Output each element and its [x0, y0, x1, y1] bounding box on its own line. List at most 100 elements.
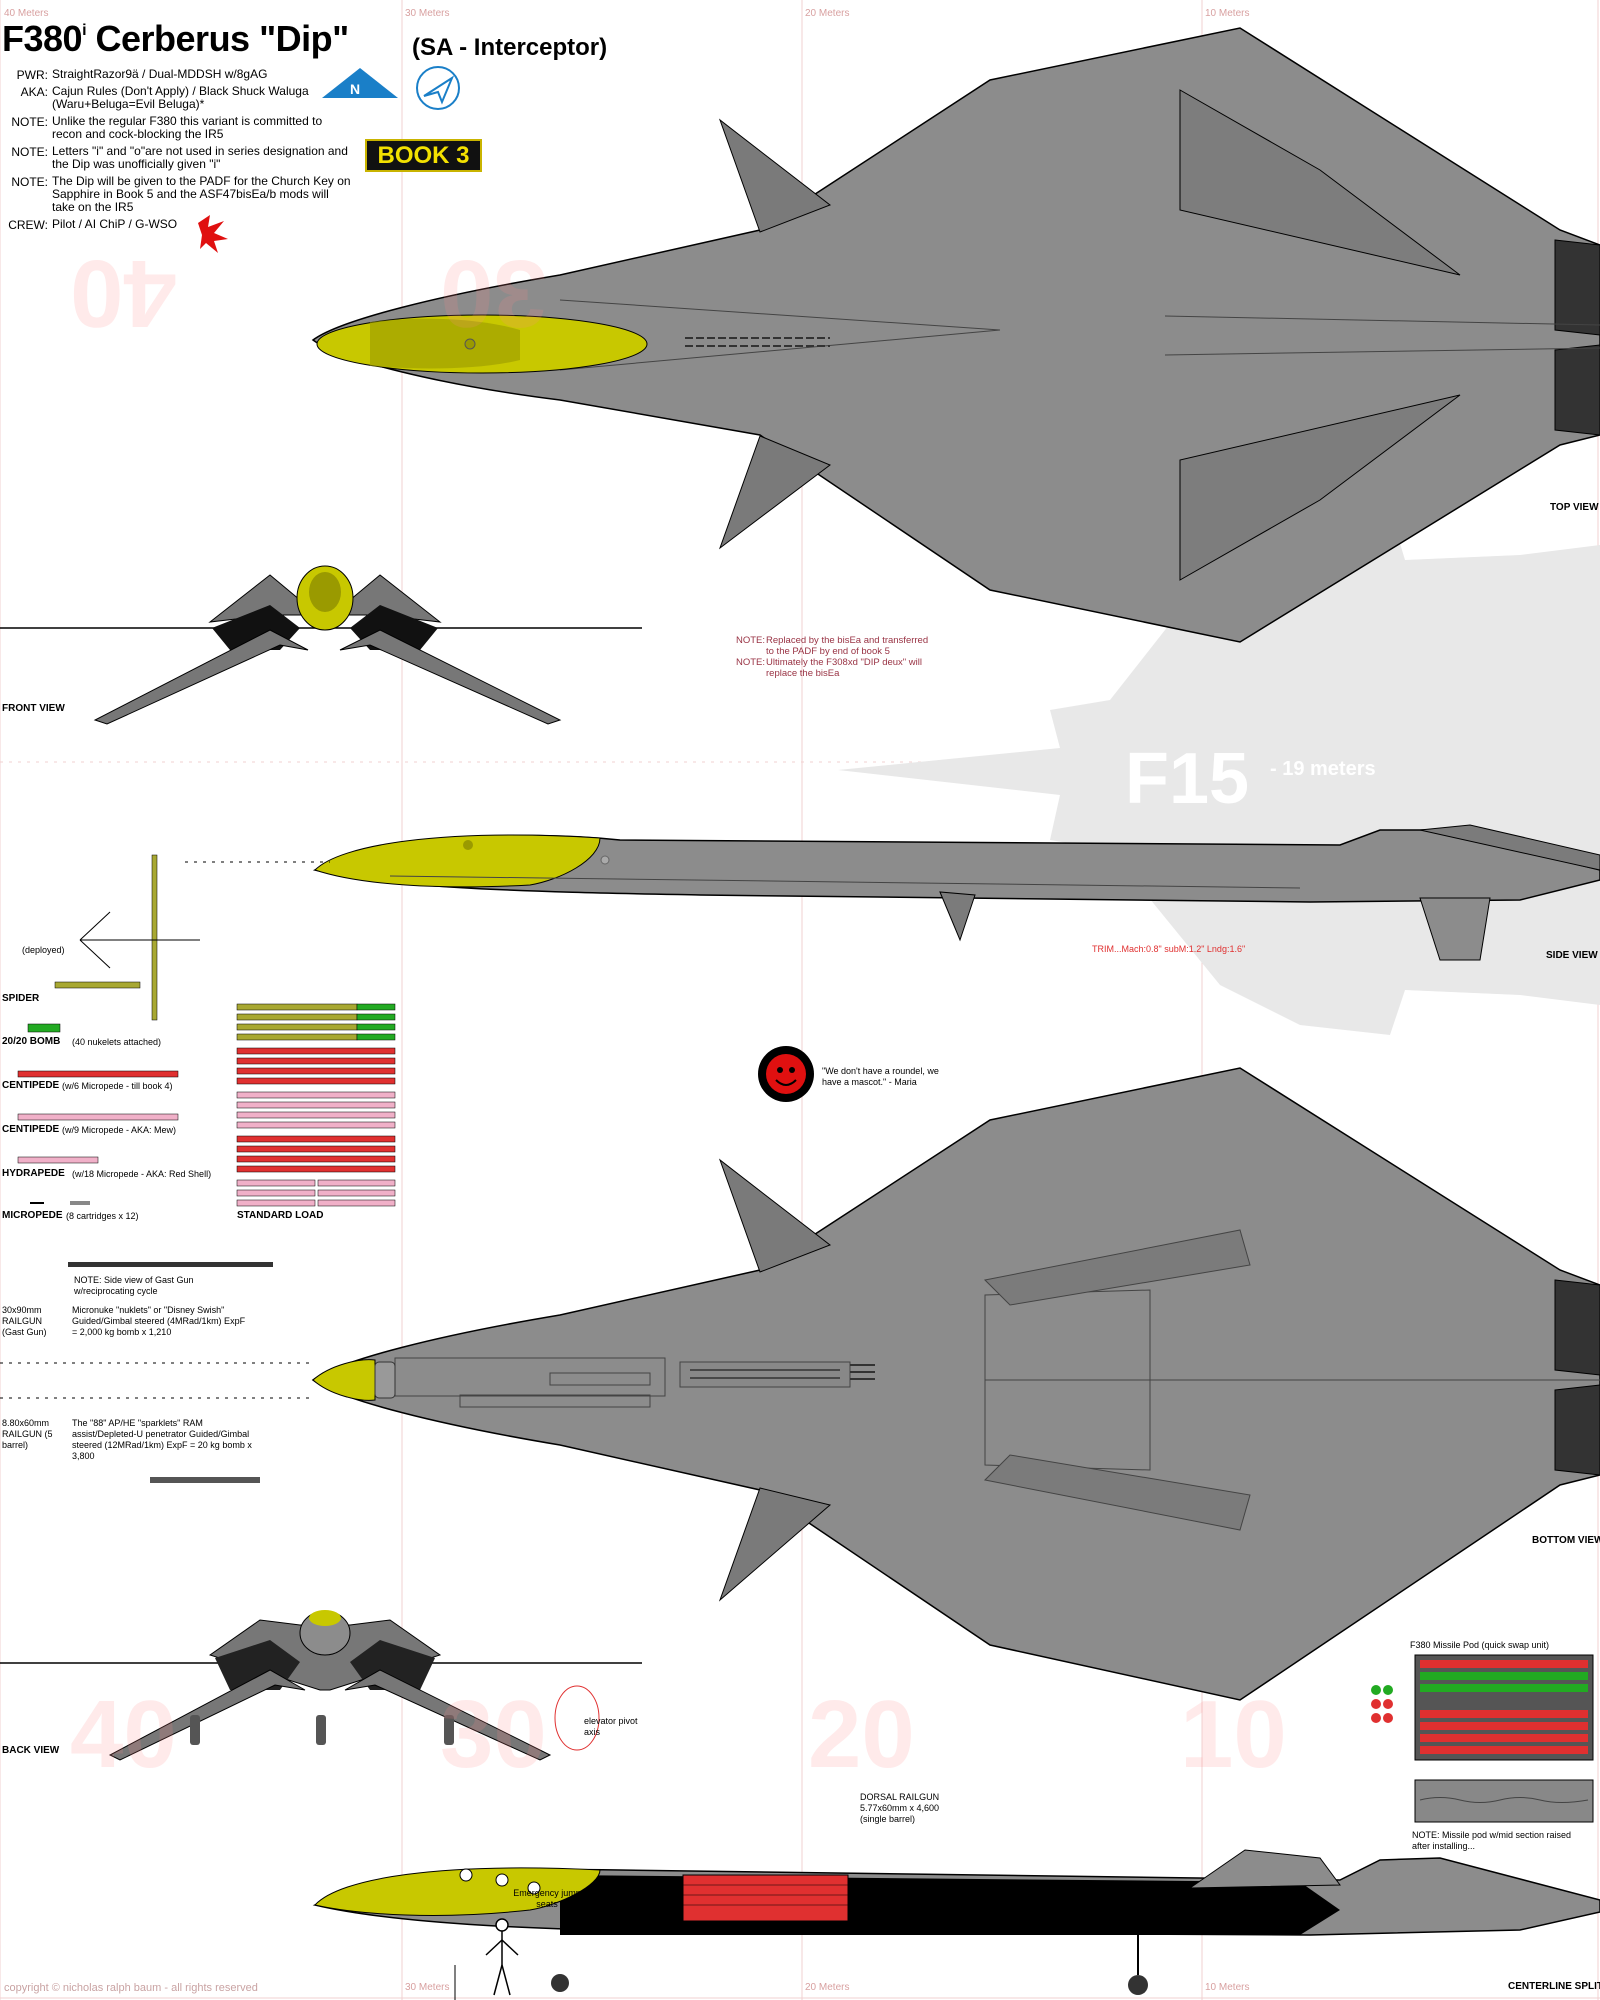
note-key: NOTE:: [736, 635, 766, 646]
emergency-seats-label: Emergency jump seats: [513, 1888, 581, 1909]
center-note-row: NOTE: Ultimately the F308xd "DIP deux" w…: [736, 657, 956, 679]
spec-row: NOTE: The Dip will be given to the PADF …: [2, 175, 352, 214]
micropede-icon: [30, 1202, 44, 1204]
skeleton-figure: [485, 1918, 519, 1996]
missile-pod-title: F380 Missile Pod (quick swap unit): [1410, 1640, 1550, 1650]
elevator-label: elevator pivot axis: [584, 1716, 638, 1737]
mascot-quote: "We don't have a roundel, we have a masc…: [822, 1066, 939, 1087]
red-emblem-icon: [198, 215, 228, 253]
spec-key: NOTE:: [11, 115, 48, 129]
center-note-row: NOTE: Replaced by the bisEa and transfer…: [736, 635, 956, 657]
hydrapede-label: HYDRAPEDE: [2, 1168, 65, 1179]
center-notes: NOTE: Replaced by the bisEa and transfer…: [736, 635, 956, 679]
rail30-spec: 30x90mm RAILGUN (Gast Gun): [2, 1305, 47, 1337]
scale-10: 10 Meters: [1205, 8, 1250, 19]
label-back-view: BACK VIEW: [2, 1745, 60, 1756]
scale-20: 20 Meters: [805, 8, 850, 19]
missile-pod-note: NOTE: Missile pod w/mid section raised a…: [1412, 1830, 1572, 1851]
railgun-88: [150, 1477, 260, 1483]
note-value: Ultimately the F308xd "DIP deux" will re…: [766, 657, 922, 679]
hydrapede-icon: [17, 1156, 99, 1164]
dorsal-title: DORSAL RAILGUN: [860, 1792, 940, 1802]
f15-length: - 19 meters: [1270, 758, 1376, 780]
rail8-spec: 8.80x60mm RAILGUN (5 barrel): [2, 1418, 53, 1450]
spec-key: NOTE:: [11, 175, 48, 189]
standard-load-label: STANDARD LOAD: [237, 1210, 324, 1221]
top-view-aircraft: [311, 27, 1600, 643]
side-view-aircraft: [185, 824, 1600, 961]
label-centerline-split: CENTERLINE SPLIT: [1508, 1981, 1600, 1992]
spec-row: NOTE: Letters "i" and "o"are not used in…: [2, 145, 352, 171]
centipede1-label: CENTIPEDE: [2, 1080, 60, 1091]
label-front-view: FRONT VIEW: [2, 703, 65, 714]
spec-value: Pilot / AI ChiP / G-WSO: [52, 217, 178, 231]
dorsal-railgun: DORSAL RAILGUN 5.77x60mm x 4,600 (single…: [860, 1792, 970, 1825]
bomb-icon: [27, 1023, 61, 1033]
title-sup: i: [82, 22, 87, 39]
copyright-notice: copyright © nicholas ralph baum - all ri…: [4, 1982, 258, 1994]
page-title: F380i Cerberus "Dip": [2, 18, 349, 60]
scale-10-bottom: 10 Meters: [1205, 1982, 1250, 1993]
bottom-view-aircraft: [0, 1067, 1600, 1701]
watermark-40-top: 40: [70, 240, 177, 347]
label-bottom-view: BOTTOM VIEW: [1532, 1535, 1600, 1546]
note-value: Replaced by the bisEa and transferred to…: [766, 635, 929, 657]
spec-key: NOTE:: [11, 145, 48, 159]
watermark-30: 30: [440, 1681, 547, 1788]
spec-key: AKA:: [20, 85, 48, 99]
spec-key: CREW:: [8, 218, 48, 232]
dorsal-note: (single barrel): [860, 1814, 916, 1824]
spec-value: Cajun Rules (Don't Apply) / Black Shuck …: [52, 84, 309, 111]
watermark-20: 20: [808, 1681, 915, 1788]
gast-gun: [68, 1262, 273, 1267]
label-top-view: TOP VIEW: [1550, 502, 1599, 513]
spec-value: The Dip will be given to the PADF for th…: [52, 174, 351, 214]
watermark-40: 40: [70, 1681, 177, 1788]
dorsal-spec: 5.77x60mm x 4,600: [860, 1803, 940, 1813]
page-subtitle: (SA - Interceptor): [412, 34, 608, 61]
f15-label: F15: [1125, 739, 1250, 819]
watermark-30-top: 30: [440, 240, 547, 347]
front-view-aircraft: [0, 565, 642, 725]
spec-row: NOTE: Unlike the regular F380 this varia…: [2, 115, 352, 141]
centerline-aircraft: [312, 1849, 1600, 2000]
centipede1-desc: (w/6 Micropede - till book 4): [62, 1081, 173, 1091]
bomb-label: 20/20 BOMB: [2, 1036, 61, 1047]
centipede2-desc: (w/9 Micropede - AKA: Mew): [62, 1125, 177, 1135]
bomb-desc: (40 nukelets attached): [72, 1037, 162, 1047]
back-view-aircraft: [0, 1610, 642, 1761]
spider-label: SPIDER: [2, 993, 40, 1004]
deployed-label: (deployed): [22, 945, 65, 955]
spec-key: PWR:: [16, 68, 48, 82]
rail30-desc: Micronuke "nuklets" or "Disney Swish" Gu…: [72, 1305, 246, 1337]
centipede2-label: CENTIPEDE: [2, 1124, 60, 1135]
mountain-logo-icon: [322, 68, 398, 98]
spec-row: CREW: Pilot / AI ChiP / G-WSO: [2, 217, 352, 233]
spec-value: Unlike the regular F380 this variant is …: [52, 114, 323, 141]
centipede-icon: [17, 1070, 179, 1078]
label-side-view: SIDE VIEW: [1546, 950, 1598, 961]
book-badge: BOOK 3: [365, 139, 482, 172]
title-rest: Cerberus "Dip": [86, 18, 350, 59]
standard-load-stack: [236, 1003, 396, 1207]
spec-value: StraightRazor9ä / Dual-MDDSH w/8gAG: [52, 67, 268, 81]
missile-pod: [1371, 1654, 1594, 1823]
spec-list: PWR: StraightRazor9ä / Dual-MDDSH w/8gAG…: [2, 67, 352, 233]
scale-20-bottom: 20 Meters: [805, 1982, 850, 1993]
micropede-label: MICROPEDE: [2, 1210, 63, 1221]
book-badge-label: BOOK 3: [377, 141, 470, 169]
watermark-10: 10: [1180, 1681, 1287, 1788]
spec-row: AKA: Cajun Rules (Don't Apply) / Black S…: [2, 85, 352, 111]
svg-text:N: N: [350, 81, 360, 97]
mascot-emblem: [758, 1046, 814, 1102]
f15-silhouette: [838, 510, 1600, 1035]
spec-row: PWR: StraightRazor9ä / Dual-MDDSH w/8gAG: [2, 67, 352, 83]
scale-30: 30 Meters: [405, 8, 450, 19]
logo-badges: N: [322, 66, 460, 110]
spider-weapon: [54, 854, 200, 1021]
scale-30-bottom: 30 Meters: [405, 1982, 450, 1993]
micropede-desc: (8 cartridges x 12): [66, 1211, 139, 1221]
note-key: NOTE:: [736, 657, 766, 668]
hydrapede-desc: (w/18 Micropede - AKA: Red Shell): [72, 1169, 212, 1179]
